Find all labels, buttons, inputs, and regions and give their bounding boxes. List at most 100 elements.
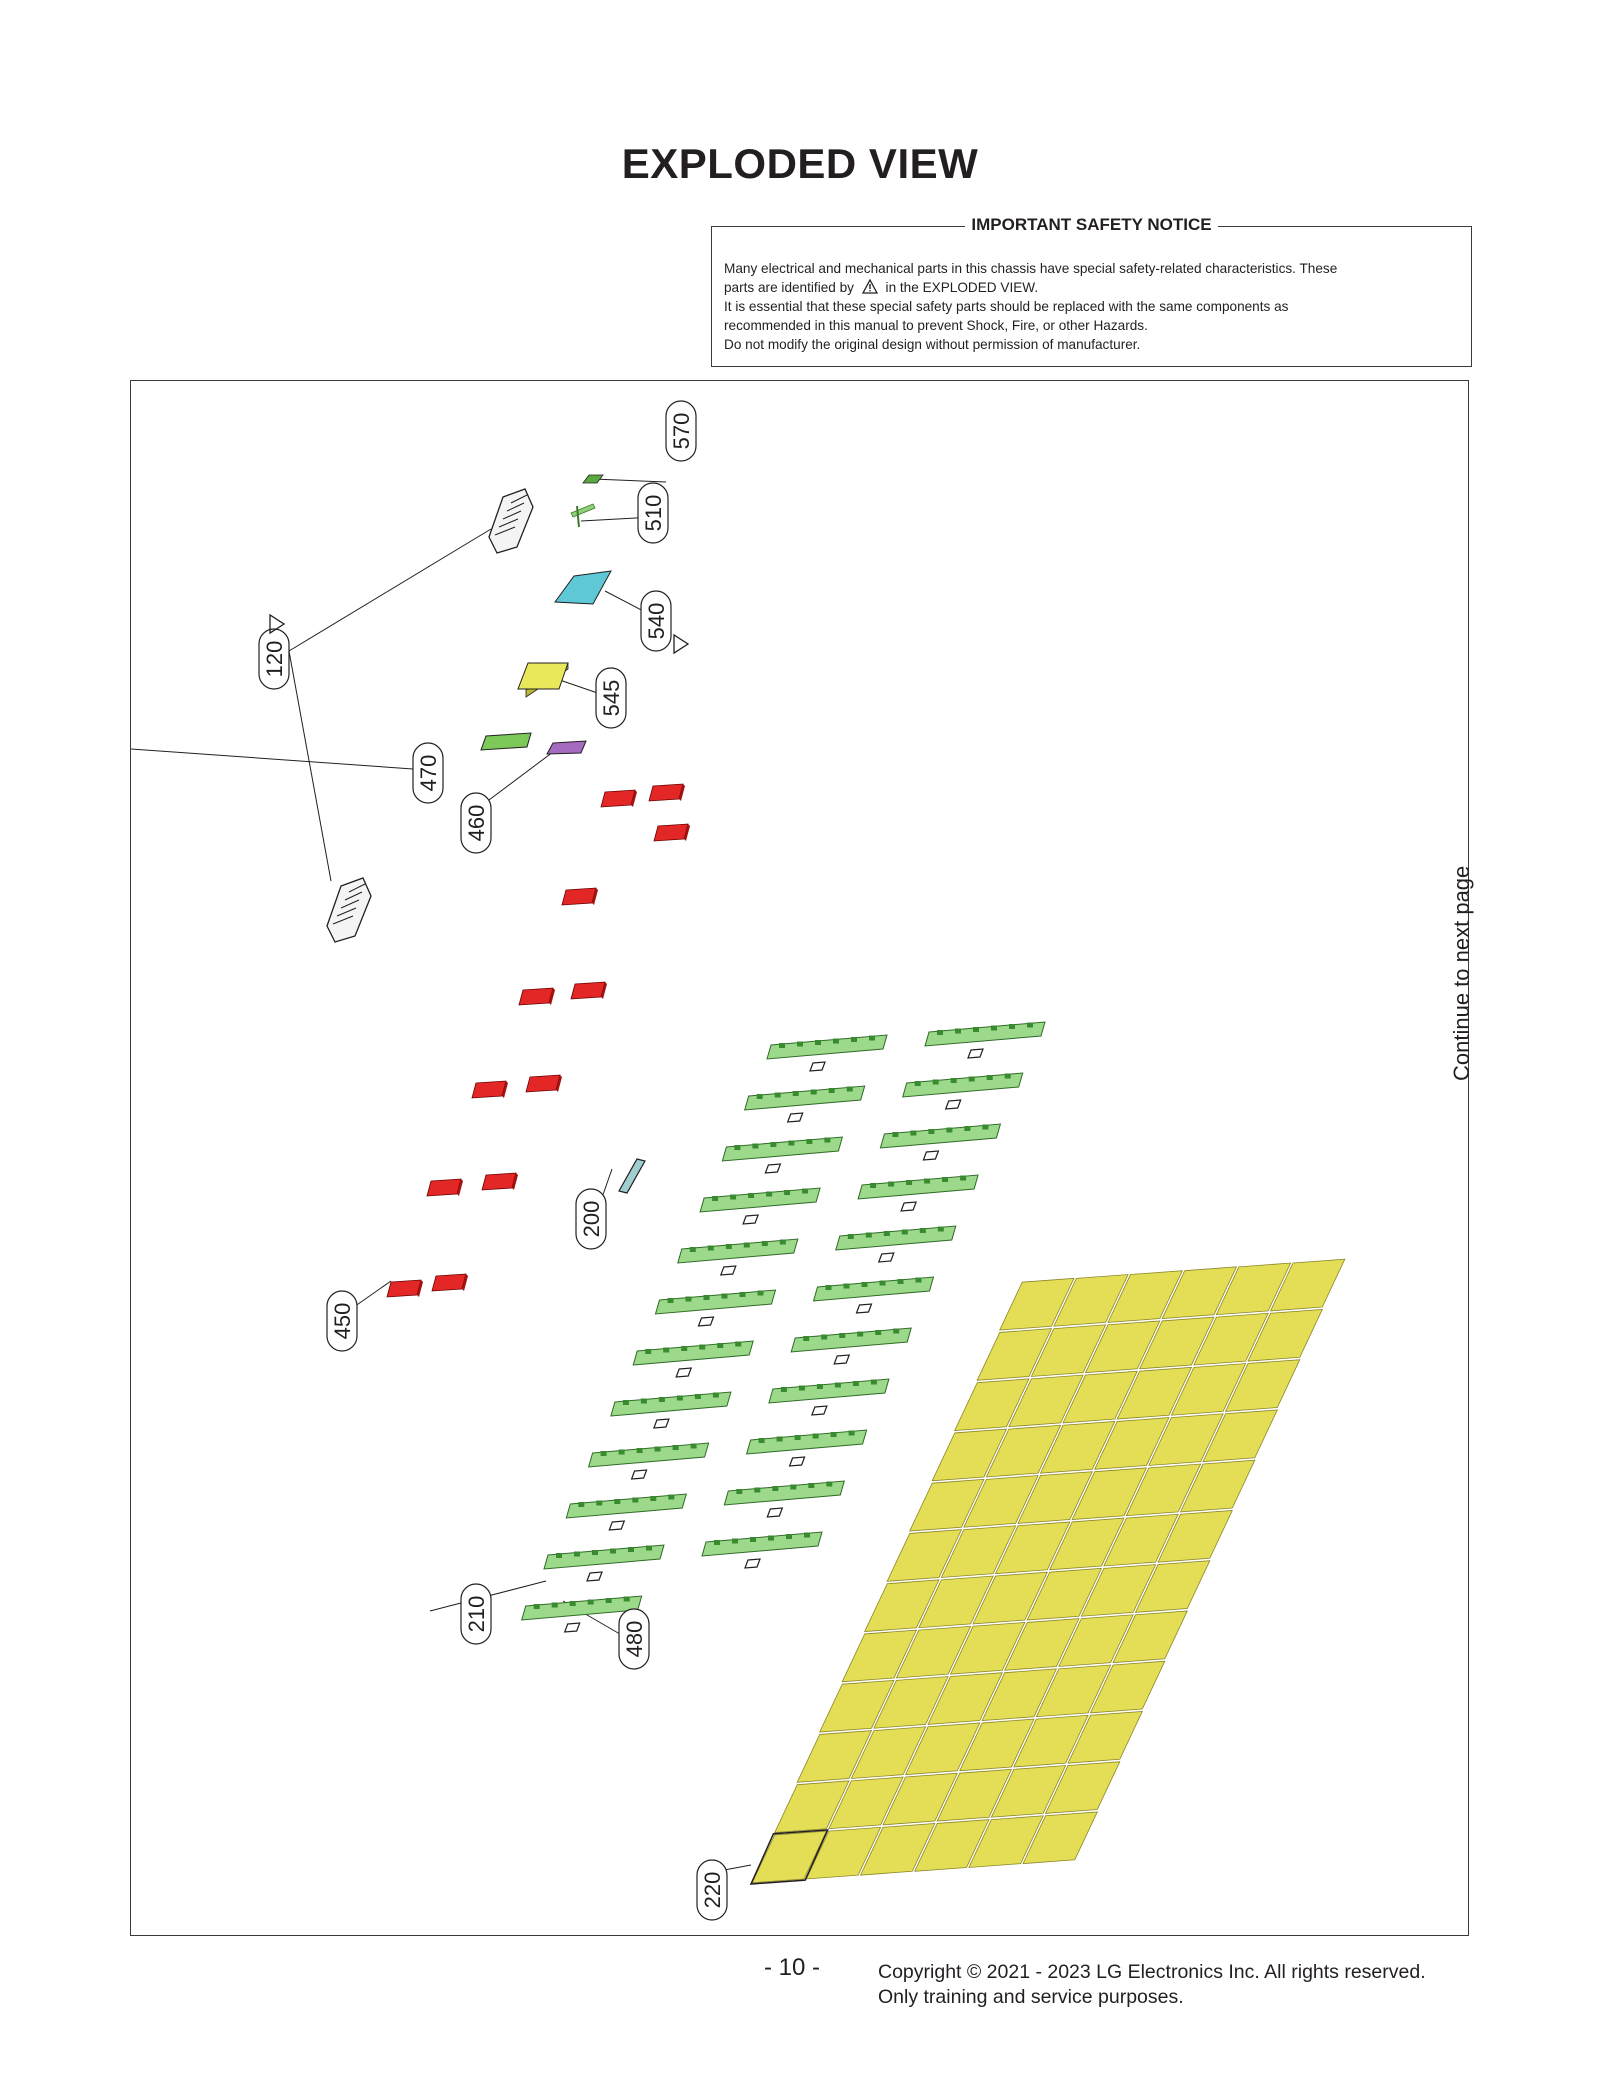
parts-layer xyxy=(326,474,690,1298)
page-number: - 10 - xyxy=(764,1954,821,1981)
part-450 xyxy=(600,789,637,808)
warning-triangle-icon xyxy=(673,633,690,655)
panel-tile xyxy=(1094,1417,1170,1470)
led-bar-left-led-chip xyxy=(699,1344,706,1350)
led-bar-left-led-chip xyxy=(761,1241,768,1246)
led-bar-right xyxy=(723,1480,845,1518)
led-bar-right-led-chip xyxy=(960,1175,967,1181)
led-bar-right-led-chip xyxy=(750,1537,756,1542)
led-bar-left-led-chip xyxy=(735,1341,742,1347)
part-480-connector xyxy=(653,1418,670,1429)
part-450 xyxy=(518,987,555,1006)
panel-tile xyxy=(1116,1366,1193,1420)
led-bar-right-led-chip xyxy=(910,1130,917,1136)
led-bar-right-led-chip xyxy=(932,1079,939,1085)
led-bar-right-led-chip xyxy=(847,1234,854,1239)
led-bar-left-led-chip xyxy=(628,1547,634,1552)
led-bar-left-led-chip xyxy=(770,1142,777,1147)
led-bars xyxy=(521,1021,1046,1633)
part-480-connector xyxy=(788,1456,806,1467)
callout-220: 220 xyxy=(696,1859,728,1921)
led-bar-left-led-chip xyxy=(551,1602,558,1608)
led-bar-left-led-chip xyxy=(596,1500,603,1506)
part-120-lower-rib xyxy=(332,915,354,925)
led-bar-right-led-chip xyxy=(825,1285,832,1290)
led-bar-right-led-chip xyxy=(816,1384,823,1389)
led-bar-right-led-chip xyxy=(852,1381,859,1386)
led-bar-right-led-chip xyxy=(843,1283,850,1289)
part-480-connector xyxy=(877,1252,895,1263)
led-bar-right-led-chip xyxy=(865,1232,872,1238)
part-450 xyxy=(386,1279,423,1298)
led-bar-right-led-chip xyxy=(991,1025,997,1031)
panel-tile xyxy=(968,1815,1044,1868)
led-bar-right-led-chip xyxy=(804,1532,810,1538)
part-510-stem xyxy=(576,505,580,528)
panel-tile xyxy=(1084,1320,1161,1374)
part-120-lower-rib xyxy=(340,899,360,909)
panel-tile xyxy=(936,1768,1013,1822)
panel-tile xyxy=(904,1722,981,1776)
panel-tile xyxy=(927,1672,1003,1725)
part-120-upper-body xyxy=(488,488,534,554)
led-bar-left xyxy=(721,1136,844,1174)
led-bar-left-led-chip xyxy=(824,1137,831,1143)
led-bar-right xyxy=(790,1327,912,1365)
panel-tile xyxy=(895,1625,972,1679)
led-bar-left-led-chip xyxy=(712,1196,719,1201)
warning-triangle-icon xyxy=(861,279,878,294)
copyright-line: Copyright © 2021 - 2023 LG Electronics I… xyxy=(878,1961,1426,1983)
notice-line: parts are identified by xyxy=(724,280,854,295)
led-bar-right-led-chip xyxy=(875,1330,882,1335)
page-title: EXPLODED VIEW xyxy=(621,140,979,187)
callout-labels: 570 510 540 545 120 470 xyxy=(258,400,728,1921)
part-450 xyxy=(481,1172,518,1191)
part-480-connector xyxy=(944,1099,962,1110)
led-bar-left-led-chip xyxy=(636,1448,643,1453)
panel-tile xyxy=(859,1823,936,1876)
panel-tile xyxy=(1107,1270,1183,1323)
part-120-lower-rib xyxy=(344,891,363,901)
part-450-body xyxy=(386,1279,422,1298)
led-bar-left xyxy=(610,1391,732,1429)
led-bar-right-led-chip xyxy=(736,1489,743,1494)
part-120-lower-rib xyxy=(336,907,357,917)
part-120-upper-rib xyxy=(506,502,525,512)
diagram-canvas: 570 510 540 545 120 470 xyxy=(131,400,1346,1921)
svg-text:510: 510 xyxy=(641,495,666,532)
panel-tile xyxy=(1044,1761,1121,1814)
panel-tile xyxy=(819,1679,895,1733)
led-bar-left-led-chip xyxy=(743,1242,750,1248)
led-bar-right-led-chip xyxy=(821,1334,828,1340)
panel-tile xyxy=(1269,1258,1346,1312)
panel-tile xyxy=(1030,1324,1107,1377)
led-bar-left-led-chip xyxy=(654,1446,661,1452)
led-bar-right-led-chip xyxy=(834,1382,841,1388)
part-480-connector xyxy=(563,1622,581,1633)
led-bar-left-led-chip xyxy=(846,1086,853,1092)
notice-line: Do not modify the original design withou… xyxy=(724,337,1141,352)
svg-text:120: 120 xyxy=(262,641,287,678)
led-bar-left-led-chip xyxy=(618,1449,625,1455)
led-bar-right-led-chip xyxy=(950,1078,957,1083)
led-bar-right-led-chip xyxy=(914,1081,921,1086)
led-bar-right-led-chip xyxy=(1009,1024,1015,1029)
panel-tile xyxy=(931,1428,1008,1482)
panel-tile xyxy=(949,1622,1026,1675)
led-bar-left-led-chip xyxy=(533,1604,540,1609)
led-bar-left-led-chip xyxy=(806,1139,813,1144)
panel-tile xyxy=(1013,1714,1089,1768)
part-120-lower xyxy=(326,877,372,943)
part-450 xyxy=(471,1080,508,1099)
part-450-edge xyxy=(502,1081,508,1098)
callout-545: 545 xyxy=(595,667,627,729)
led-bar-left-led-chip xyxy=(779,1239,786,1245)
led-bar-right-led-chip xyxy=(901,1229,908,1235)
callout-450: 450 xyxy=(326,1290,358,1352)
led-bar-left-led-chip xyxy=(632,1497,639,1503)
panel-tile xyxy=(774,1780,850,1833)
panel-tile xyxy=(999,1277,1075,1331)
part-450-edge xyxy=(631,790,637,807)
part-480-connector xyxy=(833,1354,851,1365)
led-bar-right-led-chip xyxy=(897,1279,904,1284)
